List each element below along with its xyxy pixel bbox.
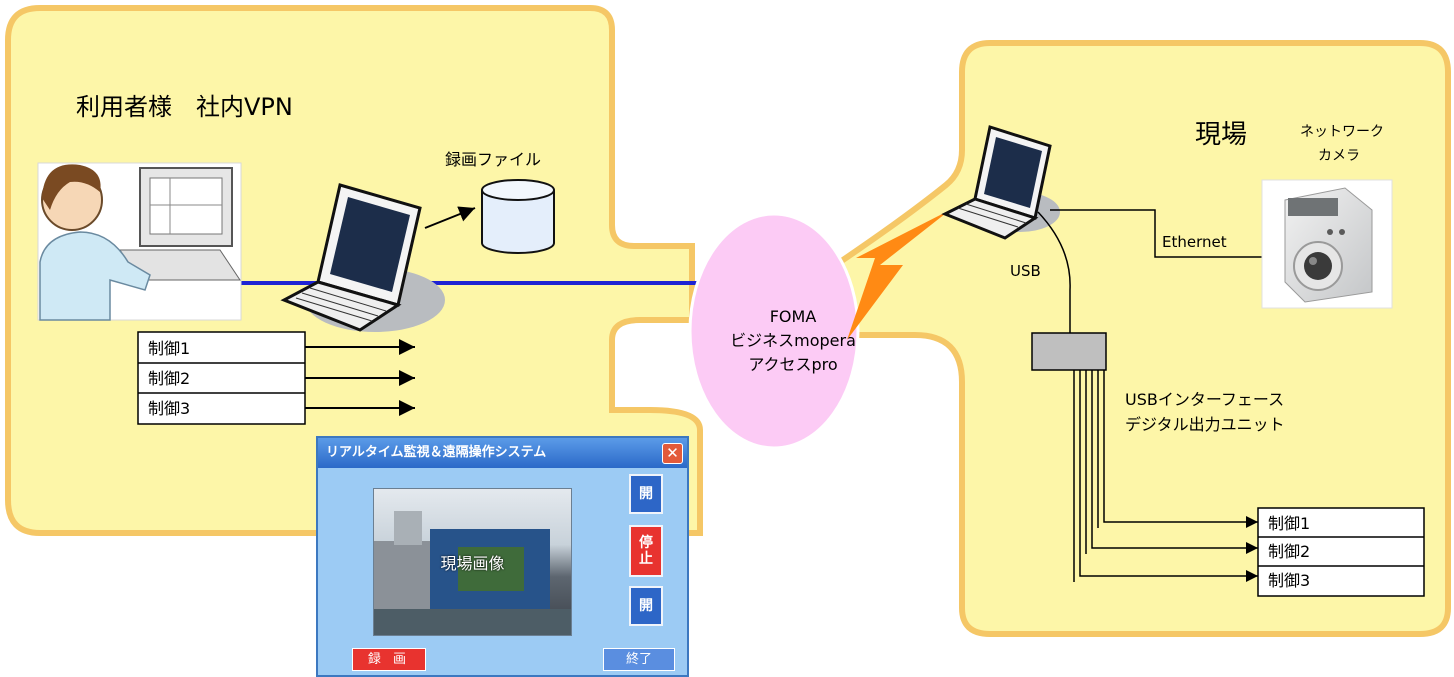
- network-camera-label-2: カメラ: [1318, 148, 1360, 164]
- operator-workstation-icon: [37, 162, 242, 321]
- left-control-2: 制御2: [148, 369, 190, 388]
- ethernet-label: Ethernet: [1162, 233, 1227, 251]
- window-title: リアルタイム監視＆遠隔操作システム: [326, 445, 547, 460]
- output-wires: [1073, 370, 1258, 582]
- laptop-recorder-icon: [280, 183, 445, 332]
- exit-button[interactable]: 終了: [603, 648, 675, 671]
- open-button-top[interactable]: 開: [629, 474, 663, 514]
- record-file-label: 録画ファイル: [445, 150, 541, 169]
- left-control-table: [137, 331, 306, 425]
- camera-view: 現場画像: [373, 488, 572, 636]
- usb-unit-label-1: USBインターフェース: [1125, 390, 1284, 409]
- open-button-bottom[interactable]: 開: [629, 586, 663, 626]
- camera-image-label: 現場画像: [440, 554, 505, 573]
- ethernet-line: [1050, 209, 1275, 258]
- carrier-label-3: アクセスpro: [748, 355, 837, 374]
- usb-output-unit: [1031, 332, 1107, 371]
- usb-cable: [1037, 211, 1071, 333]
- right-control-1: 制御1: [1268, 514, 1310, 533]
- right-control-2: 制御2: [1268, 542, 1310, 561]
- stop-button[interactable]: 停 止: [629, 525, 663, 577]
- record-file-database-icon: [481, 179, 555, 254]
- carrier-label-2: ビジネスmopera: [730, 331, 856, 350]
- record-arrow: [424, 206, 476, 229]
- network-camera-label-1: ネットワーク: [1300, 124, 1384, 140]
- site-laptop-icon: [941, 125, 1060, 240]
- customer-network-title: 利用者様 社内VPN: [76, 93, 293, 121]
- monitoring-window: リアルタイム監視＆遠隔操作システム ✕ 現場画像 開 停 止 開 録 画 終了: [316, 436, 689, 677]
- stop-button-label: 停 止: [639, 535, 653, 567]
- right-control-table: [1257, 507, 1425, 597]
- window-titlebar: リアルタイム監視＆遠隔操作システム ✕: [318, 438, 687, 468]
- usb-unit-label-2: デジタル出力ユニット: [1125, 415, 1285, 434]
- usb-label: USB: [1010, 262, 1041, 280]
- left-control-3: 制御3: [148, 399, 190, 418]
- carrier-label-1: FOMA: [770, 307, 817, 326]
- close-icon[interactable]: ✕: [662, 443, 683, 464]
- network-camera-icon: [1261, 179, 1393, 309]
- record-button[interactable]: 録 画: [352, 648, 426, 671]
- right-control-3: 制御3: [1268, 571, 1310, 590]
- left-control-1: 制御1: [148, 339, 190, 358]
- site-title: 現場: [1195, 120, 1247, 150]
- carrier-cloud: [688, 212, 860, 450]
